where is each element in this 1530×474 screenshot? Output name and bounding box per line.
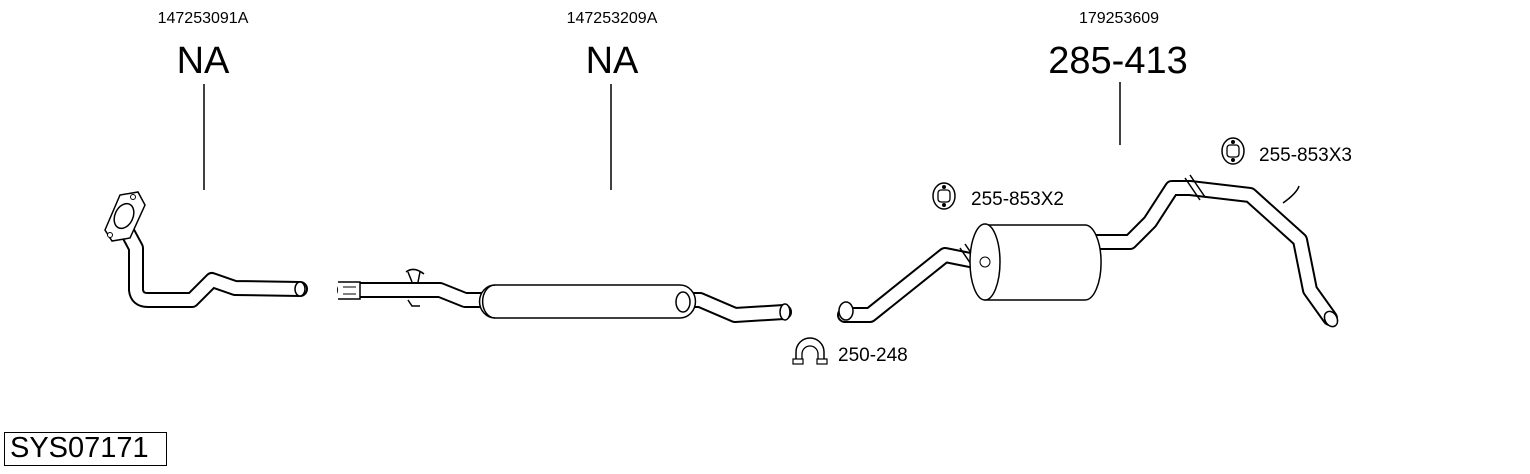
system-code-box: SYS07171 bbox=[4, 432, 167, 466]
part-2-oem: 147253209A bbox=[567, 10, 658, 27]
part-1-oem: 147253091A bbox=[158, 10, 249, 27]
rubber-hanger-icon bbox=[1221, 137, 1245, 165]
part-3-oem: 179253609 bbox=[1079, 10, 1159, 27]
accessory-2-ref[interactable]: 255-853X3 bbox=[1259, 145, 1352, 166]
front-pipe-drawing[interactable] bbox=[104, 191, 308, 308]
rear-muffler-drawing[interactable] bbox=[837, 174, 1340, 329]
accessory-1-ref[interactable]: 255-853X2 bbox=[971, 189, 1064, 210]
part-1-ref[interactable]: NA bbox=[177, 40, 230, 82]
middle-muffler-drawing[interactable] bbox=[337, 268, 792, 323]
accessory-3-ref[interactable]: 250-248 bbox=[838, 345, 908, 366]
part-3-ref[interactable]: 285-413 bbox=[1048, 40, 1187, 82]
part-2-ref[interactable]: NA bbox=[586, 40, 639, 82]
system-code: SYS07171 bbox=[10, 432, 149, 464]
pipe-clamp-icon bbox=[792, 337, 828, 365]
rubber-hanger-icon bbox=[932, 182, 956, 210]
